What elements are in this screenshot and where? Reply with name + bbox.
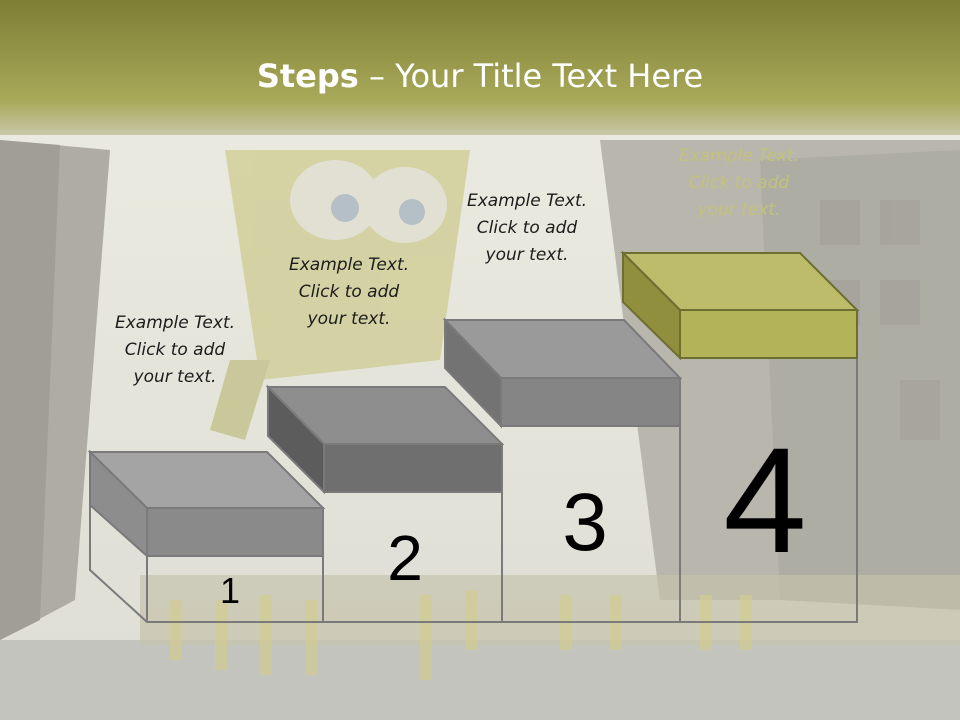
step-3-box[interactable] bbox=[442, 317, 683, 429]
step-3-line-3: your text. bbox=[485, 245, 569, 265]
step-1-line-1: Example Text. bbox=[114, 313, 236, 333]
step-2-box[interactable] bbox=[265, 384, 505, 495]
step-4-line-2: Click to add bbox=[688, 173, 790, 193]
step-4-caption[interactable]: Example Text. Click to add your text. bbox=[644, 143, 834, 224]
title-rest: – Your Title Text Here bbox=[358, 57, 704, 95]
step-3-caption[interactable]: Example Text. Click to add your text. bbox=[432, 188, 622, 269]
title-bold: Steps bbox=[256, 57, 359, 95]
step-4-box[interactable] bbox=[620, 250, 860, 361]
step-4-column bbox=[680, 358, 858, 623]
step-2-number: 2 bbox=[387, 522, 423, 594]
step-3-line-1: Example Text. bbox=[466, 191, 588, 211]
step-3-line-2: Click to add bbox=[476, 218, 578, 238]
step-2-line-1: Example Text. bbox=[288, 255, 410, 275]
step-1-line-2: Click to add bbox=[124, 340, 226, 360]
step-1-line-3: your text. bbox=[133, 367, 217, 387]
step-2-line-2: Click to add bbox=[298, 282, 400, 302]
step-2-caption[interactable]: Example Text. Click to add your text. bbox=[254, 252, 444, 333]
step-4-line-1: Example Text. bbox=[678, 146, 800, 166]
slide-title[interactable]: Steps – Your Title Text Here bbox=[0, 54, 960, 98]
step-3-number: 3 bbox=[562, 477, 608, 568]
step-4-line-3: your text. bbox=[697, 200, 781, 220]
step-1-number: 1 bbox=[219, 570, 241, 611]
step-1-caption[interactable]: Example Text. Click to add your text. bbox=[80, 310, 270, 391]
step-2-line-3: your text. bbox=[307, 309, 391, 329]
step-1-box[interactable] bbox=[87, 449, 326, 559]
step-4-number: 4 bbox=[723, 416, 807, 584]
